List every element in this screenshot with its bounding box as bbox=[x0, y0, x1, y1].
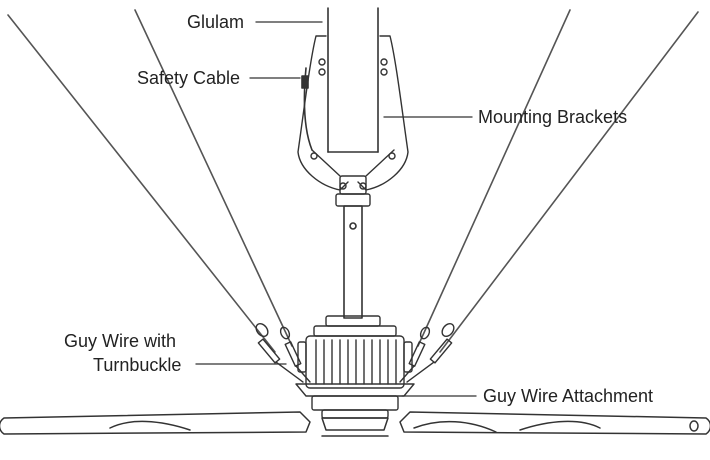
safety-cable-label: Safety Cable bbox=[137, 68, 241, 88]
guy-wire-label-line1: Guy Wire with bbox=[64, 331, 177, 351]
motor bbox=[297, 315, 413, 389]
guy-wire-attachment-label: Guy Wire Attachment bbox=[483, 386, 654, 406]
turnbuckle-right bbox=[399, 322, 455, 383]
downrod bbox=[343, 205, 363, 319]
guy-wire-inner-right bbox=[417, 9, 571, 347]
guy-wire-attachment bbox=[295, 383, 415, 419]
guy-wire-label-line2: Turnbuckle bbox=[93, 355, 182, 375]
guy-wire-inner-left bbox=[134, 9, 293, 347]
mounting-brackets-label: Mounting Brackets bbox=[478, 107, 628, 127]
mounting-brackets bbox=[297, 35, 409, 207]
glulam-beam bbox=[327, 7, 379, 153]
guy-wire-outer-left bbox=[7, 14, 276, 353]
fan-blades bbox=[0, 411, 710, 437]
guy-wires bbox=[7, 9, 699, 353]
turnbuckle-left bbox=[255, 322, 311, 383]
guy-wire-outer-right bbox=[439, 11, 699, 353]
glulam-label: Glulam bbox=[187, 12, 245, 32]
callout-leaders bbox=[195, 21, 477, 397]
safety-cable bbox=[301, 67, 313, 151]
